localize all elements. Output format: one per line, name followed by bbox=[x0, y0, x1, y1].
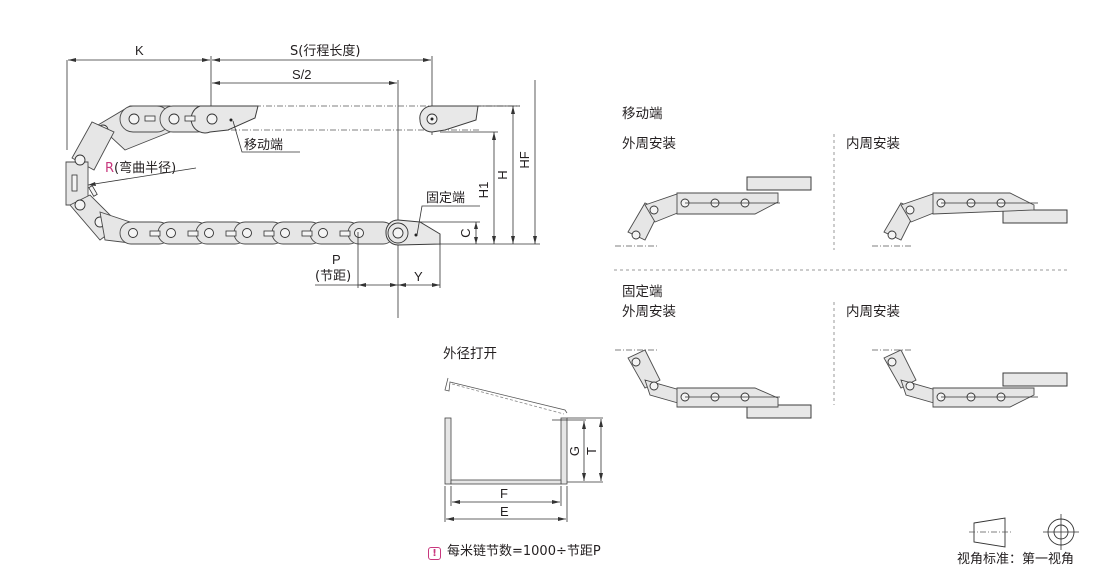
dim-hf-label: HF bbox=[517, 151, 532, 168]
r-description: (弯曲半径) bbox=[114, 160, 176, 176]
dim-h1-label: H1 bbox=[476, 182, 491, 199]
moving-inner-sketch bbox=[872, 192, 1068, 247]
dim-e-label: E bbox=[500, 504, 509, 519]
dim-p-description: (节距) bbox=[315, 269, 351, 284]
dim-p-label: P bbox=[332, 252, 341, 267]
dim-g-label: G bbox=[567, 446, 582, 456]
fixed-end-inner-label: 内周安装 bbox=[846, 304, 900, 320]
bend-radius-label: R(弯曲半径) bbox=[105, 160, 176, 176]
cross-section: 外径打开 F E G T bbox=[443, 345, 603, 522]
fixed-end-label: 固定端 bbox=[426, 191, 465, 206]
pitch-note: ! 每米链节数=1000÷节距P bbox=[428, 540, 601, 560]
moving-end-outer-label: 外周安装 bbox=[622, 136, 676, 152]
exclamation-icon: ! bbox=[428, 547, 441, 560]
dim-c-label: C bbox=[458, 228, 473, 237]
dim-f-label: F bbox=[500, 486, 508, 501]
dim-s-half-label: S/2 bbox=[292, 67, 312, 82]
first-angle-projection-icon bbox=[969, 514, 1079, 550]
fixed-end-outer-label: 外周安装 bbox=[622, 304, 676, 320]
dim-k-label: K bbox=[135, 43, 144, 58]
fixed-inner-sketch bbox=[872, 349, 1068, 408]
install-options: 移动端 外周安装 内周安装 bbox=[614, 106, 1068, 419]
cross-section-title: 外径打开 bbox=[443, 345, 497, 362]
moving-end-bracket bbox=[419, 105, 520, 133]
moving-end-title: 移动端 bbox=[622, 106, 663, 122]
fixed-outer-sketch bbox=[615, 349, 812, 419]
fixed-end-bracket bbox=[357, 219, 540, 288]
main-diagram: K S(行程长度) S/2 bbox=[65, 43, 540, 318]
moving-end-inner-label: 内周安装 bbox=[846, 136, 900, 152]
dim-h-label: H bbox=[495, 170, 510, 179]
view-standard-label: 视角标准：第一视角 bbox=[957, 552, 1075, 567]
dim-t-label: T bbox=[584, 447, 599, 455]
lower-chain-links bbox=[99, 211, 395, 245]
moving-end-label: 移动端 bbox=[244, 138, 283, 153]
upper-chain-links bbox=[97, 105, 259, 151]
moving-outer-sketch bbox=[615, 176, 812, 247]
pitch-note-text: 每米链节数=1000÷节距P bbox=[447, 544, 601, 559]
fixed-end-title: 固定端 bbox=[622, 284, 663, 300]
dim-s-label: S(行程长度) bbox=[290, 43, 360, 59]
dim-y-label: Y bbox=[414, 269, 423, 284]
r-symbol: R bbox=[105, 161, 114, 176]
